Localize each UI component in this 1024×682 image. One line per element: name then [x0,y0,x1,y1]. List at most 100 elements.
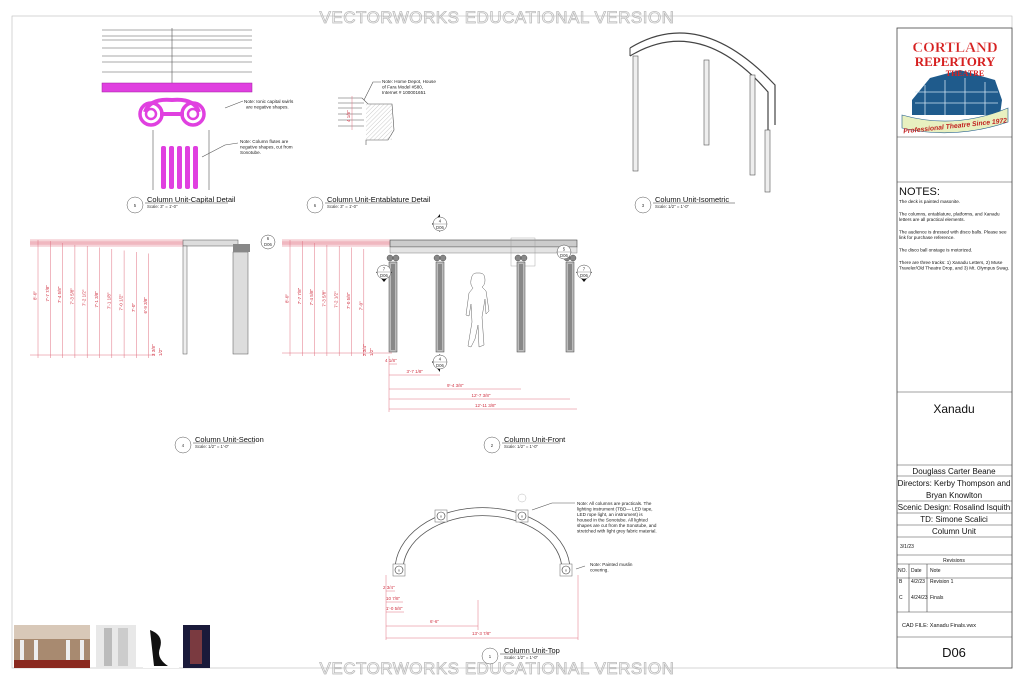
svg-text:4: 4 [182,443,185,448]
svg-text:Column Unit-Isometric: Column Unit-Isometric [655,195,729,204]
reference-photo-column-cad [96,625,136,668]
dimension-label: 8'-0" [285,294,290,303]
svg-text:D06: D06 [436,363,444,368]
view-label-3: 3 Column Unit-Isometric Scale: 1/2" = 1'… [634,195,735,214]
svg-text:Column Unit-Entablature Detail: Column Unit-Entablature Detail [327,195,431,204]
dimension-label: 9'-4 3/8" [447,383,464,388]
dimension-label: 7'-0" [131,303,136,312]
svg-text:Scale: 1/2" = 1'-0": Scale: 1/2" = 1'-0" [195,444,230,449]
svg-text:Note: All columns are practica: Note: All columns are practicals. Thelig… [577,501,657,534]
svg-text:6: 6 [267,236,270,241]
svg-text:2 3/4": 2 3/4" [362,344,367,356]
dimension-label: 12'-7 3/8" [472,393,491,398]
dimension-label: 8'-0" [33,291,38,300]
dimension-label: 7'-2 1/2" [334,291,339,308]
author: Douglass Carter Beane [912,467,996,476]
cad-file: CAD FILE: Xanadu Finals.vwx [902,623,976,629]
svg-text:x: x [440,514,442,519]
svg-text:6'-6": 6'-6" [430,619,439,624]
svg-text:Column Unit-Section: Column Unit-Section [195,435,264,444]
svg-text:13'-3 7/8": 13'-3 7/8" [472,631,491,636]
svg-text:Date: Date [911,568,922,574]
callout-section-6: 6 D06 [260,234,276,250]
svg-text:10 7/8": 10 7/8" [386,596,401,601]
svg-text:4 1/8": 4 1/8" [346,110,351,122]
svg-text:THEATRE: THEATRE [946,69,985,78]
svg-text:B: B [899,579,903,585]
title-block: CORTLAND REPERTORY THEATRE Professional … [896,27,1013,669]
view-label-5: 5 Column Unit-Capital Detail Scale: 3" =… [126,195,236,214]
drawing-date: 3/1/23 [900,544,914,550]
svg-text:Scale: 3" = 1'-0": Scale: 3" = 1'-0" [327,204,358,209]
svg-text:7: 7 [583,267,586,272]
svg-text:D06: D06 [380,273,388,278]
capital-volute [386,254,394,262]
svg-text:D06: D06 [264,242,272,247]
dimension-label: 6'-9 3/8" [143,297,148,314]
svg-text:REPERTORY: REPERTORY [915,54,996,69]
watermark-top: VECTORWORKS EDUCATIONAL VERSION [320,8,675,27]
svg-text:Finals: Finals [930,595,944,601]
revision-row: C 4/24/23 Finals [899,595,944,601]
technical-director: TD: Simone Scalici [920,515,988,524]
view-label-2: 2 Column Unit-Front Scale: 1/2" = 1'-0" [483,435,566,454]
dimension-label: 7'-3 5/8" [69,288,74,305]
directors-line-2: Bryan Knowlton [926,491,982,500]
reference-photo-rotunda [14,625,90,668]
dimension-label: 3'-7 1/8" [407,369,424,374]
svg-text:1/2": 1/2" [369,348,374,356]
svg-text:x: x [565,568,567,573]
front-view: 8'-0"7'-7 7/8"7'-4 5/8"7'-3 5/8"7'-2 1/2… [282,214,592,454]
scenic-designer: Scenic Design: Rosalind Isquith [898,503,1011,512]
sheet-number: D06 [942,645,966,660]
svg-text:Column Unit-Capital Detail: Column Unit-Capital Detail [147,195,236,204]
capital-volute [520,254,528,262]
svg-text:Scale: 1/2" = 1'-0": Scale: 1/2" = 1'-0" [655,204,690,209]
capital-volute [392,254,400,262]
capital-volute [433,254,441,262]
svg-text:Column Unit-Top: Column Unit-Top [504,646,560,655]
drawing-name: Column Unit [932,527,977,536]
watermark-bottom: VECTORWORKS EDUCATIONAL VERSION [320,659,675,678]
svg-text:D06: D06 [560,253,568,258]
svg-text:Column Unit-Front: Column Unit-Front [504,435,566,444]
svg-text:2 3/4": 2 3/4" [383,585,395,590]
svg-text:3 3/8": 3 3/8" [151,344,156,356]
dimension-label: 7'-7 7/8" [45,285,50,302]
svg-text:Scale: 1/2" = 1'-0": Scale: 1/2" = 1'-0" [504,444,539,449]
column-flutes [161,146,198,189]
note-item: The disco ball onstage is motorized. [899,248,972,253]
isometric-view: 3 Column Unit-Isometric Scale: 1/2" = 1'… [629,32,776,214]
directors-line-1: Directors: Kerby Thompson and [898,479,1011,488]
svg-text:4/2/23: 4/2/23 [911,579,925,585]
view-label-6: 6 Column Unit-Entablature Detail Scale: … [306,195,431,214]
view-label-1: 1 Column Unit-Top Scale: 1/2" = 1'-0" [481,646,560,665]
svg-text:D06: D06 [580,273,588,278]
svg-text:3: 3 [642,203,645,208]
svg-text:6: 6 [314,203,317,208]
svg-text:x: x [521,514,523,519]
svg-text:1/2": 1/2" [158,348,163,356]
capital-volute [569,254,577,262]
section-view: 8'-0"7'-7 7/8"7'-4 5/8"7'-3 5/8"7'-2 1/2… [30,234,276,454]
dimension-label: 7'-4 5/8" [309,289,314,306]
dimension-label: 7'-4 5/8" [57,286,62,303]
abacus-shape [101,82,253,93]
note-item: The deck is painted masonite. [899,199,960,204]
svg-text:1: 1 [489,654,492,659]
note-item: The audience is dressed with disco balls… [899,230,1007,241]
svg-text:5: 5 [563,247,566,252]
svg-text:4: 4 [439,219,442,224]
svg-text:1'-0 5/8": 1'-0 5/8" [386,606,403,611]
dimension-label: 7'-0 1/2" [119,294,124,311]
svg-text:5: 5 [134,203,137,208]
